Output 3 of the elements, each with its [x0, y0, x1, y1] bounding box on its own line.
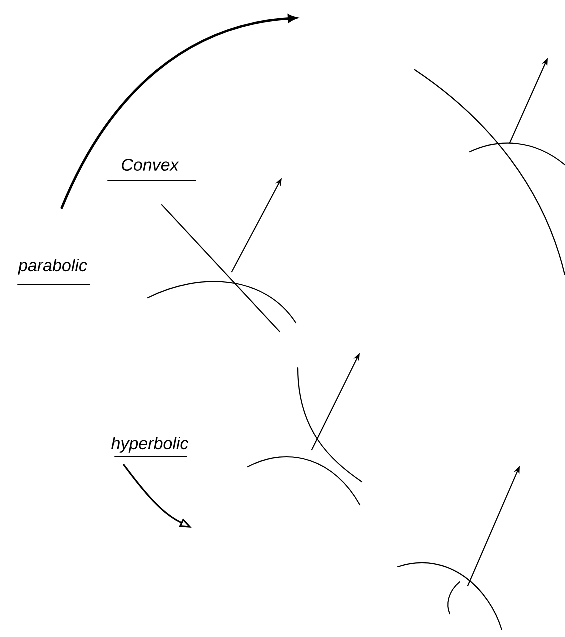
underlined-label: Convex	[108, 158, 196, 182]
underlined-label: hyperbolic	[112, 437, 189, 458]
underlined-label: parabolic	[18, 259, 90, 286]
